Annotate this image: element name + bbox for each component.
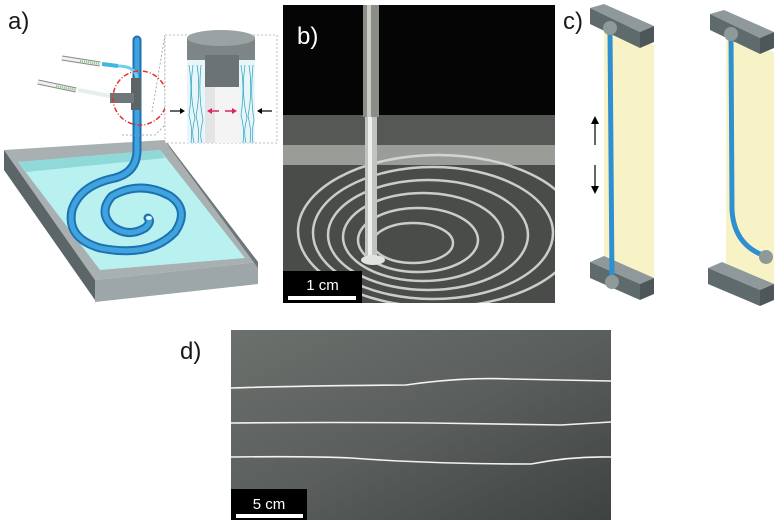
syringe-bottom-icon xyxy=(37,79,111,98)
fiber-3 xyxy=(231,455,611,465)
spiral-tube-photo xyxy=(283,5,555,303)
bending-test-illustration xyxy=(590,4,774,306)
panel-label-b: b) xyxy=(297,23,319,50)
panel-d-photo: 5 cm xyxy=(231,330,611,520)
panel-label-a: a) xyxy=(8,8,30,35)
long-fibers-photo xyxy=(231,330,611,520)
extrusion-schematic-illustration xyxy=(4,30,278,302)
panel-c-schematic xyxy=(560,0,775,310)
fiber-2 xyxy=(231,421,611,426)
scale-bar-5cm: 5 cm xyxy=(231,489,307,520)
scale-bar-label: 1 cm xyxy=(306,277,339,294)
nozzle-inset xyxy=(164,30,278,144)
panel-label-d: d) xyxy=(180,338,202,365)
fiber-1 xyxy=(231,377,611,389)
panel-b-photo: b) 1 cm xyxy=(283,5,555,303)
scale-bar-label: 5 cm xyxy=(252,496,286,513)
syringe-top-icon xyxy=(61,55,139,79)
panel-a-schematic xyxy=(0,0,280,310)
panel-label-c: c) xyxy=(563,8,583,35)
scale-bar-1cm: 1 cm xyxy=(283,271,362,303)
